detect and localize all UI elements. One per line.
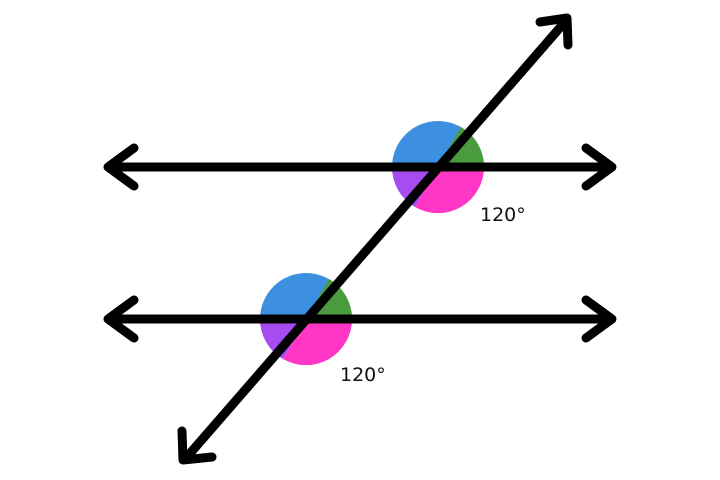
lower-line-right-arrow-head	[581, 295, 617, 343]
transversal-line	[181, 18, 569, 463]
upper-line-right-arrow-head	[581, 143, 617, 191]
upper-intersection-angles	[391, 121, 485, 214]
upper-angle-label: 120°	[480, 204, 526, 226]
lower-angle-label: 120°	[340, 364, 386, 386]
upper-line-left-arrow-head	[103, 143, 139, 191]
transversal-lower-arrow-head	[177, 426, 217, 465]
lower-line-left-arrow-head	[103, 295, 139, 343]
transversal-upper-arrow-head	[535, 13, 573, 50]
